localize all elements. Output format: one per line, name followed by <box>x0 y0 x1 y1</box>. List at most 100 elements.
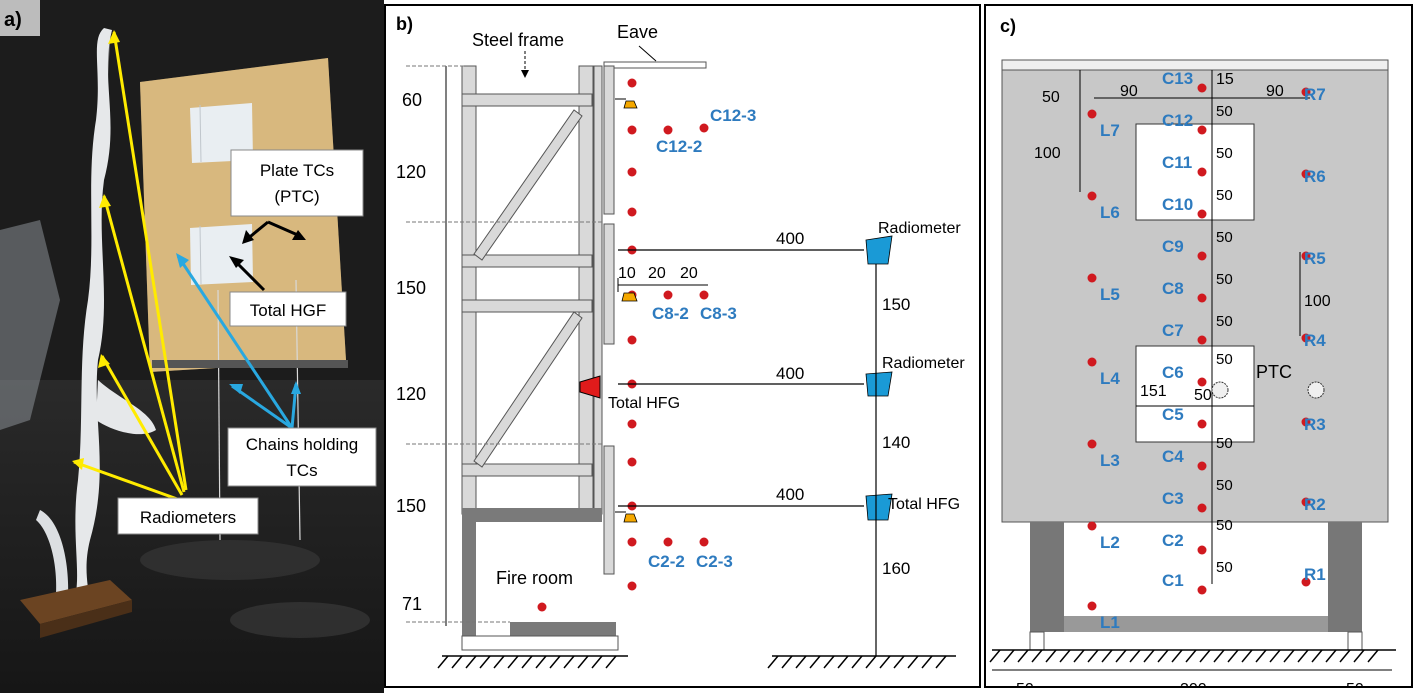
radiometer-label-top: Radiometer <box>878 220 961 237</box>
thermocouple-l3 <box>1087 439 1097 449</box>
section-diagram: b) Steel frame Eave <box>396 14 965 669</box>
panel-c-label: c) <box>1000 16 1016 36</box>
total-hfg-left-label: Total HFG <box>608 395 680 412</box>
hfg-gauge-left <box>579 375 601 399</box>
thermocouple <box>627 167 637 177</box>
label-l2: L2 <box>1100 533 1120 552</box>
distance-400-top: 400 <box>776 229 804 248</box>
plate-tc-markers <box>621 100 638 523</box>
chain-arrowheads <box>176 253 301 394</box>
thermocouple-l5 <box>1087 273 1097 283</box>
dim-50-bottom-right: 50 <box>1346 681 1364 686</box>
total-hfg-right-label: Total HFG <box>888 496 960 513</box>
thermocouple-r3 <box>1301 417 1311 427</box>
sensor-c8-2: C8-2 <box>652 304 689 323</box>
label-l5: L5 <box>1100 285 1120 304</box>
thermocouple-l4 <box>1087 357 1097 367</box>
offset-thermocouples <box>537 123 709 612</box>
dim-50-center: 50 <box>1216 187 1233 204</box>
label-c2: C2 <box>1162 531 1184 550</box>
thermocouple-c13 <box>1197 83 1207 93</box>
bottom-beam <box>1064 616 1328 632</box>
thermocouple-c7 <box>1197 335 1207 345</box>
thermocouple-r5 <box>1301 251 1311 261</box>
label-r5: R5 <box>1304 249 1326 268</box>
spacing-labels: 10 20 20 <box>618 265 698 282</box>
radiometer-arrowheads <box>72 30 120 470</box>
upper-window <box>1135 123 1255 221</box>
radiometers <box>865 235 893 521</box>
height-71: 71 <box>402 594 422 614</box>
sensor-c8-3: C8-3 <box>700 304 737 323</box>
sensor-c2-2: C2-2 <box>648 552 685 571</box>
thermocouple-c9 <box>1197 251 1207 261</box>
thermocouple-r7 <box>1301 87 1311 97</box>
thermocouple <box>627 457 637 467</box>
label-c4: C4 <box>1162 447 1184 466</box>
sensor-labels: C12-3 C12-2 C8-2 C8-3 C2-2 C2-3 <box>648 106 756 571</box>
thermocouple-c1 <box>1197 585 1207 595</box>
panel-b-label: b) <box>396 14 413 34</box>
vertical-distance-labels: 150 140 160 <box>882 295 910 578</box>
height-150-top: 150 <box>396 278 426 298</box>
section-panel: b) Steel frame Eave <box>384 4 981 688</box>
callout-total-hgf: Total HGF <box>229 291 347 327</box>
chains-label-line1: Chains holding <box>246 435 358 454</box>
photo-illustration: a) <box>0 0 384 693</box>
height-labels: 60 120 150 120 150 71 <box>396 90 426 614</box>
label-c9: C9 <box>1162 237 1184 256</box>
label-c1: C1 <box>1162 571 1184 590</box>
callout-chains: Chains holding TCs <box>227 427 377 487</box>
eave-label: Eave <box>617 22 658 42</box>
label-c13: C13 <box>1162 69 1193 88</box>
thermocouple-c4 <box>1197 461 1207 471</box>
sensor-c12-3: C12-3 <box>710 106 756 125</box>
eave <box>603 61 707 69</box>
radiometer-arrows <box>73 31 188 502</box>
sensor-c2-3: C2-3 <box>696 552 733 571</box>
sensor-c12-2: C12-2 <box>656 137 702 156</box>
thermocouple <box>627 125 637 135</box>
label-l6: L6 <box>1100 203 1120 222</box>
dim-50-center: 50 <box>1216 559 1233 576</box>
dim-50-center: 50 <box>1216 435 1233 452</box>
label-l3: L3 <box>1100 451 1120 470</box>
ptc-label: PTC <box>1256 362 1292 382</box>
label-l1: L1 <box>1100 613 1120 632</box>
dim-50-center: 50 <box>1216 271 1233 288</box>
spacing-10: 10 <box>618 265 636 282</box>
thermocouple-r6 <box>1301 169 1311 179</box>
label-c11: C11 <box>1162 153 1192 172</box>
spacing-20-b: 20 <box>680 265 698 282</box>
dim-100-left: 100 <box>1034 145 1061 162</box>
steel-frame <box>461 65 603 515</box>
dim-50-center: 50 <box>1216 313 1233 330</box>
label-r4: R4 <box>1304 331 1326 350</box>
steel-frame-label: Steel frame <box>472 30 564 50</box>
photo-panel: a) <box>0 0 384 693</box>
dimension-labels: 15 90 90 50 100 100 151 50 50 300 50 <box>1016 71 1364 686</box>
height-60: 60 <box>402 90 422 110</box>
thermocouple <box>627 78 637 88</box>
label-c12: C12 <box>1162 111 1193 130</box>
vertical-150: 150 <box>882 295 910 314</box>
chains-label-line2: TCs <box>286 461 317 480</box>
dim-50-center: 50 <box>1216 145 1233 162</box>
panel-a-label-box <box>0 0 40 36</box>
thermocouple <box>627 335 637 345</box>
ptc-right <box>1307 381 1325 399</box>
thermocouple-c2 <box>1197 545 1207 555</box>
thermocouple <box>627 581 637 591</box>
dim-50-center: 50 <box>1216 103 1233 120</box>
plate-tcs-label: Plate TCs <box>260 161 334 180</box>
label-r2: R2 <box>1304 495 1326 514</box>
radiometer-label-mid: Radiometer <box>882 355 965 372</box>
dim-50-center: 50 <box>1216 351 1233 368</box>
top-edge <box>1001 59 1389 71</box>
thermocouple-l2 <box>1087 521 1097 531</box>
thermocouple-l1 <box>1087 601 1097 611</box>
thermocouple-c12 <box>1197 125 1207 135</box>
ptc-left <box>1211 381 1229 399</box>
black-arrowheads <box>229 230 306 268</box>
